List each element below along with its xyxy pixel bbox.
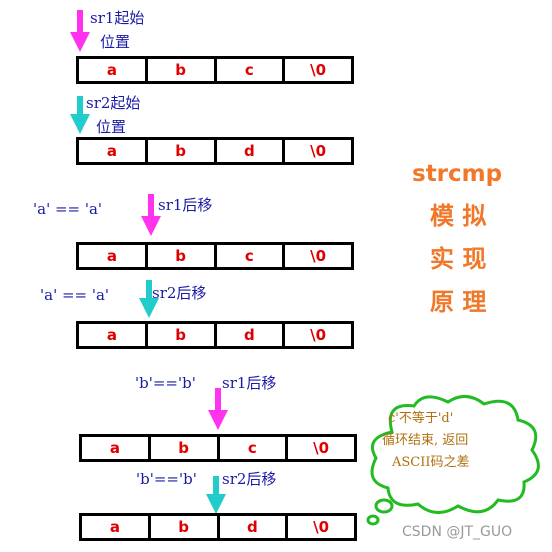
array-cell: b — [144, 140, 214, 162]
side-title: strcmp — [412, 161, 503, 187]
array-cell: \0 — [282, 324, 351, 346]
array-sr1-row-1: a b c \0 — [76, 56, 354, 84]
sr2-move-arrow — [206, 476, 226, 514]
array-cell: c — [216, 437, 286, 459]
array-cell: a — [109, 439, 120, 457]
sr1-start-label-2: 位置 — [100, 33, 131, 51]
compare-label: 'a' == 'a' — [40, 286, 110, 304]
sr2-move-arrow — [139, 280, 159, 318]
array-cell: \0 — [285, 516, 354, 538]
array-cell: \0 — [282, 59, 351, 81]
array-cell: b — [144, 245, 214, 267]
array-cell: b — [144, 324, 214, 346]
compare-label: 'b'=='b' — [135, 374, 196, 392]
sr2-start-label-2: 位置 — [96, 118, 127, 136]
array-cell: b — [147, 437, 217, 459]
array-cell: a — [106, 61, 117, 79]
sr2-move-label: sr2后移 — [152, 284, 207, 302]
array-cell: d — [213, 140, 283, 162]
array-cell: c — [213, 59, 283, 81]
array-cell: \0 — [282, 245, 351, 267]
side-title-line-1: 模 拟 — [430, 202, 487, 230]
bubble-line-3: ASCII码之差 — [392, 455, 470, 470]
sr1-move-arrow — [141, 194, 161, 236]
array-cell: \0 — [282, 140, 351, 162]
sr1-start-arrow — [70, 10, 90, 52]
watermark: CSDN @JT_GUO — [402, 524, 513, 540]
array-sr1-row-2: a b c \0 — [76, 242, 354, 270]
bubble-line-2: 循环结束, 返回 — [382, 433, 469, 448]
array-cell: b — [147, 516, 217, 538]
cloud-bubble-shape — [362, 390, 546, 530]
sr1-move-arrow — [208, 388, 228, 430]
array-cell: \0 — [285, 437, 354, 459]
array-cell: d — [213, 324, 283, 346]
array-cell: c — [213, 245, 283, 267]
sr1-start-label: sr1起始 — [90, 9, 145, 27]
array-sr1-row-3: a b c \0 — [79, 434, 357, 462]
array-cell: a — [106, 247, 117, 265]
sr2-move-label: sr2后移 — [222, 470, 277, 488]
array-cell: a — [106, 142, 117, 160]
array-cell: a — [106, 326, 117, 344]
sr2-start-arrow — [70, 96, 90, 134]
array-cell: b — [144, 59, 214, 81]
bubble-line-1: c'不等于'd' — [388, 411, 454, 426]
sr1-move-label: sr1后移 — [222, 374, 277, 392]
array-cell: d — [216, 516, 286, 538]
side-title-line-2: 实 现 — [430, 245, 487, 273]
array-cell: a — [109, 518, 120, 536]
array-sr2-row-1: a b d \0 — [76, 137, 354, 165]
compare-label: 'b'=='b' — [136, 470, 197, 488]
array-sr2-row-2: a b d \0 — [76, 321, 354, 349]
compare-label: 'a' == 'a' — [33, 200, 103, 218]
array-sr2-row-3: a b d \0 — [79, 513, 357, 541]
sr2-start-label: sr2起始 — [86, 94, 141, 112]
side-title-line-3: 原 理 — [430, 288, 487, 316]
sr1-move-label: sr1后移 — [158, 196, 213, 214]
